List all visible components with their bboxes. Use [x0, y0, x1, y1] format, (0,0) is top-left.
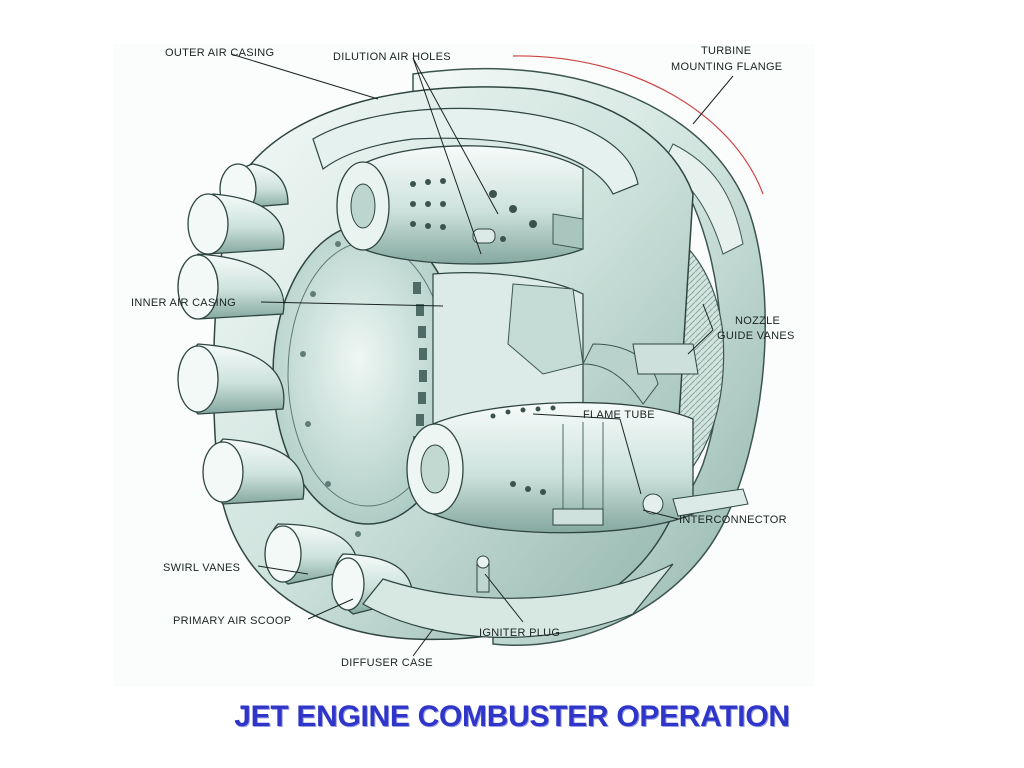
label-turbine-line2: MOUNTING FLANGE [671, 61, 782, 73]
label-dilution-air-holes: DILUTION AIR HOLES [333, 51, 451, 63]
label-nozzle-line1: NOZZLE [735, 315, 780, 327]
engine-illustration [177, 55, 766, 646]
lower-flame-tube [406, 401, 694, 534]
label-primary-air-scoop: PRIMARY AIR SCOOP [173, 615, 291, 627]
label-swirl-vanes: SWIRL VANES [163, 562, 240, 574]
part-labels: OUTER AIR CASING DILUTION AIR HOLES TURB… [131, 45, 795, 669]
slide-title: JET ENGINE COMBUSTER OPERATION [234, 700, 790, 733]
label-igniter-plug: IGNITER PLUG [479, 627, 560, 639]
label-flame-tube: FLAME TUBE [583, 409, 655, 421]
label-diffuser-case: DIFFUSER CASE [341, 657, 433, 669]
leader-lines [230, 53, 734, 657]
air-scoops [177, 163, 414, 615]
label-outer-air-casing: OUTER AIR CASING [165, 47, 274, 59]
upper-flame-tube [336, 145, 584, 265]
label-nozzle-line2: GUIDE VANES [717, 330, 795, 342]
label-turbine-line1: TURBINE [701, 45, 751, 57]
label-inner-air-casing: INNER AIR CASING [131, 297, 236, 309]
combustor-diagram: OUTER AIR CASING DILUTION AIR HOLES TURB… [113, 44, 815, 687]
label-interconnector: INTERCONNECTOR [679, 514, 787, 526]
